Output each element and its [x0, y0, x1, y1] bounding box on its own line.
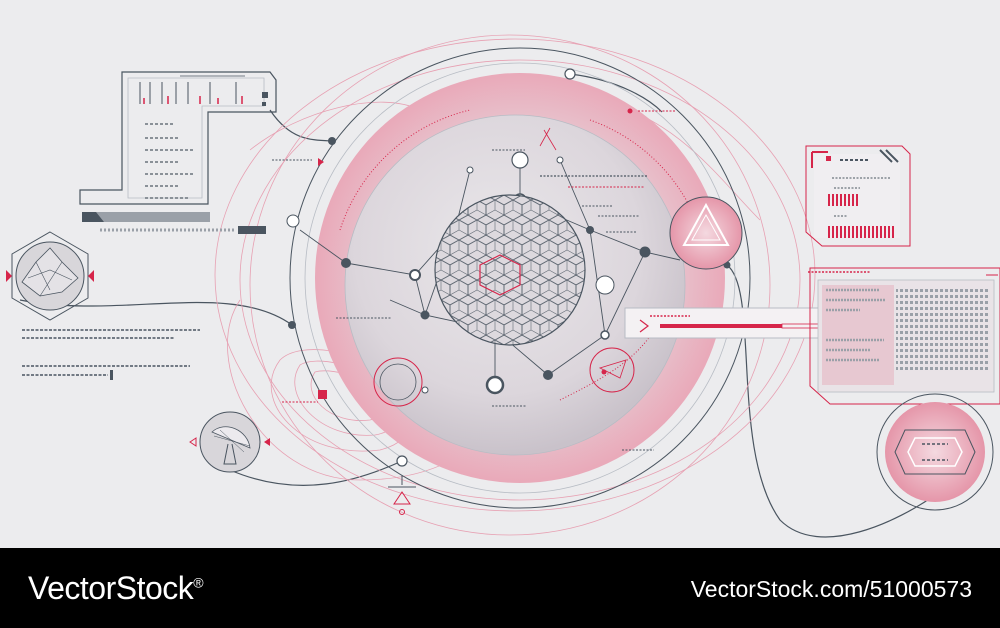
hud-infographic — [6, 34, 1000, 538]
glyph-text-block-left — [22, 329, 200, 376]
cube-hologram-icon — [876, 393, 994, 511]
red-square-marker — [318, 390, 327, 399]
data-panel-top-left — [79, 71, 277, 234]
ring-gauge-left — [373, 357, 423, 407]
registered-mark: ® — [193, 574, 204, 591]
triangle-marker-bottom — [388, 475, 416, 515]
id-card-panel — [805, 145, 911, 247]
stock-url: VectorStock.com/51000573 — [690, 576, 972, 602]
data-matrix-panel — [809, 267, 1000, 405]
ring-gauge-right — [589, 347, 635, 393]
glyph-labels — [272, 110, 870, 451]
wireframe-sphere-icon — [434, 194, 586, 346]
triangle-hologram-icon — [669, 196, 743, 270]
brand-name: VectorStock — [28, 570, 194, 606]
brand-logo: VectorStock® — [28, 570, 204, 607]
satellite-dish-icon — [189, 411, 270, 473]
progress-gauge — [624, 307, 856, 339]
watermark-bar — [0, 548, 1000, 628]
hexagon-mesh-icon — [6, 231, 94, 321]
